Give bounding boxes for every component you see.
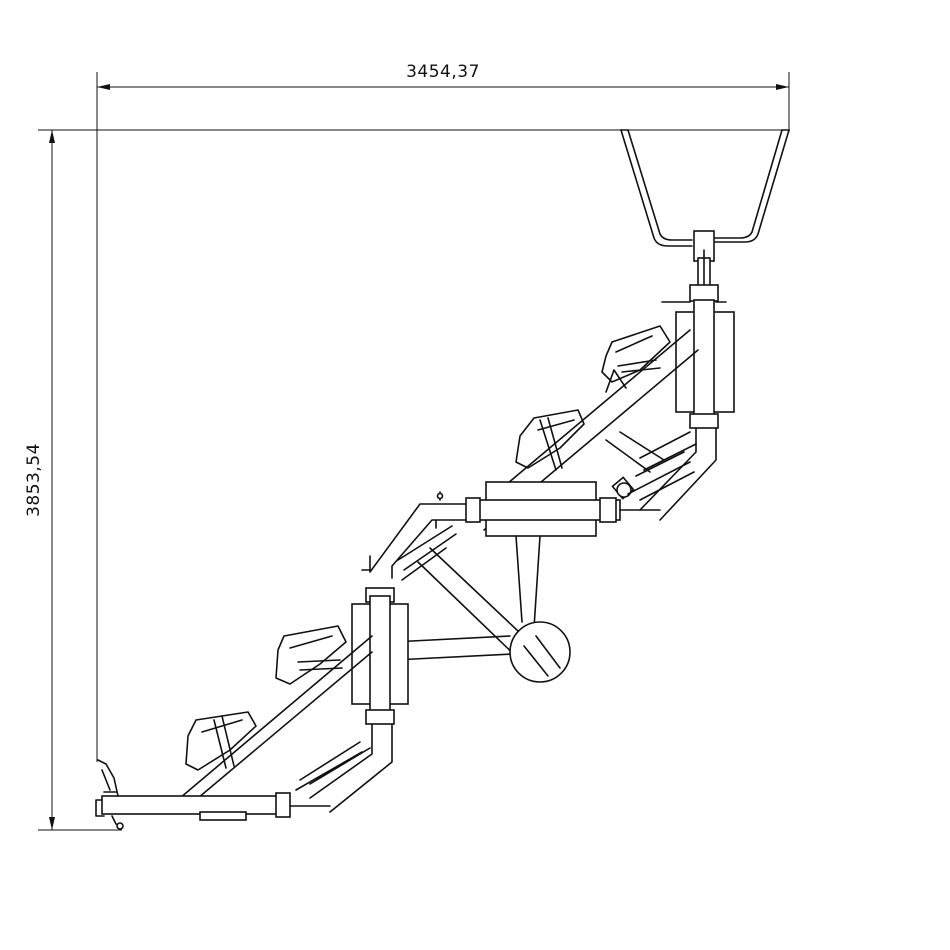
lower-seat-2 xyxy=(185,711,257,771)
center-wheel xyxy=(509,621,571,683)
upper-seat-1 xyxy=(601,325,671,393)
middle-elbow xyxy=(361,503,467,581)
lower-seat-beam xyxy=(179,635,373,799)
height-arrow-top xyxy=(49,130,55,143)
height-dimension: 3853,54 xyxy=(24,129,790,831)
upper-clamp-bottom xyxy=(689,413,719,429)
upper-vertical-post xyxy=(693,299,715,421)
lower-mount xyxy=(309,587,409,813)
width-arrow-right xyxy=(776,84,789,90)
lower-seat-1 xyxy=(275,625,347,685)
bottom-horizontal-tube xyxy=(101,795,285,815)
height-dimension-label: 3853,54 xyxy=(24,443,44,517)
width-arrow-left xyxy=(97,84,110,90)
middle-horizontal-tube xyxy=(469,499,621,521)
upper-mount xyxy=(639,284,735,521)
lower-vertical-post xyxy=(369,595,391,715)
middle-beam xyxy=(435,481,661,537)
center-support xyxy=(391,535,571,683)
top-handlebar xyxy=(620,129,790,287)
width-dimension: 3454,37 xyxy=(96,62,790,762)
width-dimension-label: 3454,37 xyxy=(406,62,480,82)
lower-clamp-bottom xyxy=(365,709,395,725)
upper-clamp-top xyxy=(689,284,719,302)
bottom-base xyxy=(95,759,331,830)
height-arrow-bottom xyxy=(49,817,55,830)
upper-seat-2 xyxy=(515,409,585,471)
